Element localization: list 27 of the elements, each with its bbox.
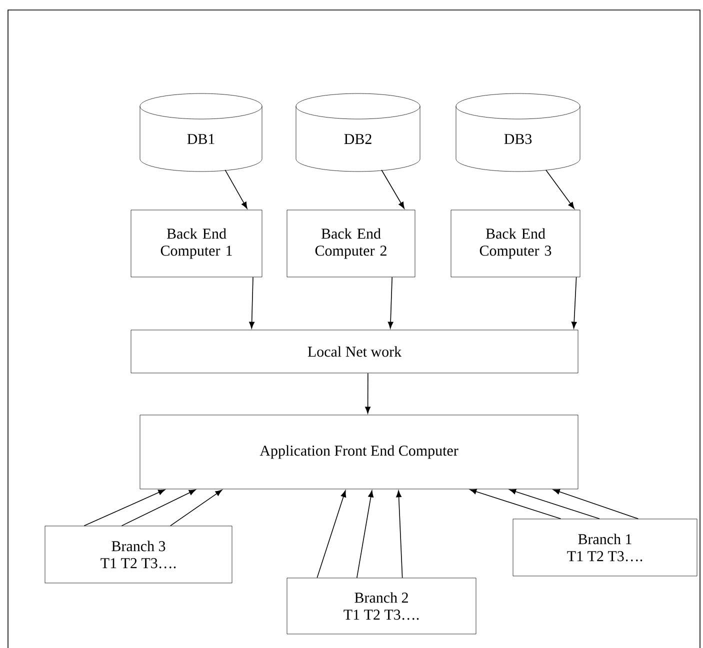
arrow (381, 170, 404, 209)
arrow (316, 490, 346, 578)
arrow (396, 490, 403, 578)
arrow (356, 490, 374, 578)
process-box: Back End Computer 3 (450, 210, 580, 278)
arrow (121, 490, 196, 526)
branch-box: Branch 2 T1 T2 T3…. (286, 578, 476, 634)
arrow (509, 488, 600, 520)
arrow (249, 276, 255, 329)
database-cylinder: DB1 (140, 93, 262, 172)
arrow (365, 372, 370, 414)
arrow (571, 276, 577, 329)
arrow (470, 488, 562, 520)
database-cylinder: DB3 (456, 93, 580, 172)
process-box: Back End Computer 2 (286, 210, 416, 278)
arrow (388, 276, 394, 329)
arrow (170, 490, 222, 526)
branch-box: Branch 3 T1 T2 T3…. (44, 526, 232, 584)
branch-box: Branch 1 T1 T2 T3…. (512, 518, 698, 576)
arrow (84, 489, 165, 526)
arrow (546, 170, 574, 209)
arrow (224, 170, 248, 209)
database-cylinder: DB2 (296, 93, 420, 172)
arrow (553, 489, 639, 520)
process-box: Application Front End Computer (140, 414, 578, 490)
process-box: Local Net work (130, 330, 578, 374)
process-box: Back End Computer 1 (130, 210, 262, 278)
